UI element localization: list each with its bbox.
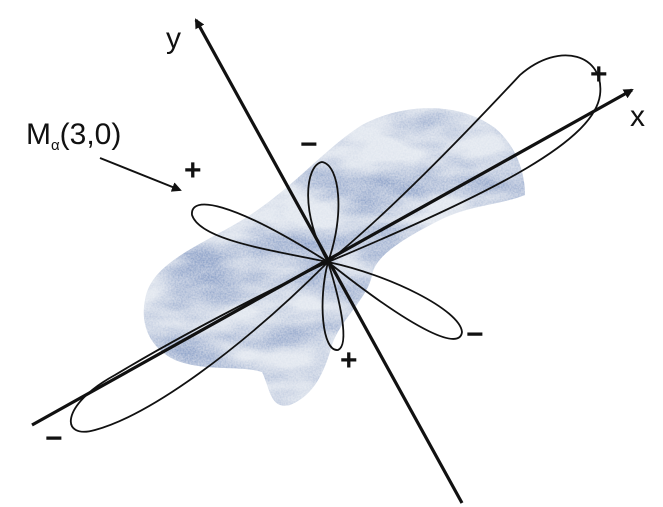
lobe-small-top xyxy=(307,161,340,265)
lobe-small-left xyxy=(191,203,329,263)
svg-text:Mα(3,0): Mα(3,0) xyxy=(26,118,121,154)
lobe-small-right xyxy=(327,261,463,340)
sign-left-small-lobe: + xyxy=(184,154,202,187)
sign-lower-small-lobe: + xyxy=(340,344,358,377)
y-axis-label: y xyxy=(166,22,181,55)
moment-main: M xyxy=(26,118,51,151)
lobe-small-bottom xyxy=(321,258,345,351)
x-axis xyxy=(31,88,634,427)
x-axis-label: x xyxy=(630,100,645,133)
sign-upper-small-lobe: − xyxy=(300,128,318,161)
lobe-upper-right xyxy=(327,54,602,263)
sign-upper-right-lobe: + xyxy=(590,58,608,91)
sign-lower-left-lobe: − xyxy=(45,422,63,455)
moment-subscript: α xyxy=(51,137,60,154)
moment-label: Mα(3,0) xyxy=(26,118,121,154)
moment-pointer-arrow xyxy=(99,157,182,192)
moment-args: (3,0) xyxy=(60,118,122,151)
lobe-lower-left xyxy=(70,261,329,433)
sign-right-small-lobe: − xyxy=(466,318,484,351)
